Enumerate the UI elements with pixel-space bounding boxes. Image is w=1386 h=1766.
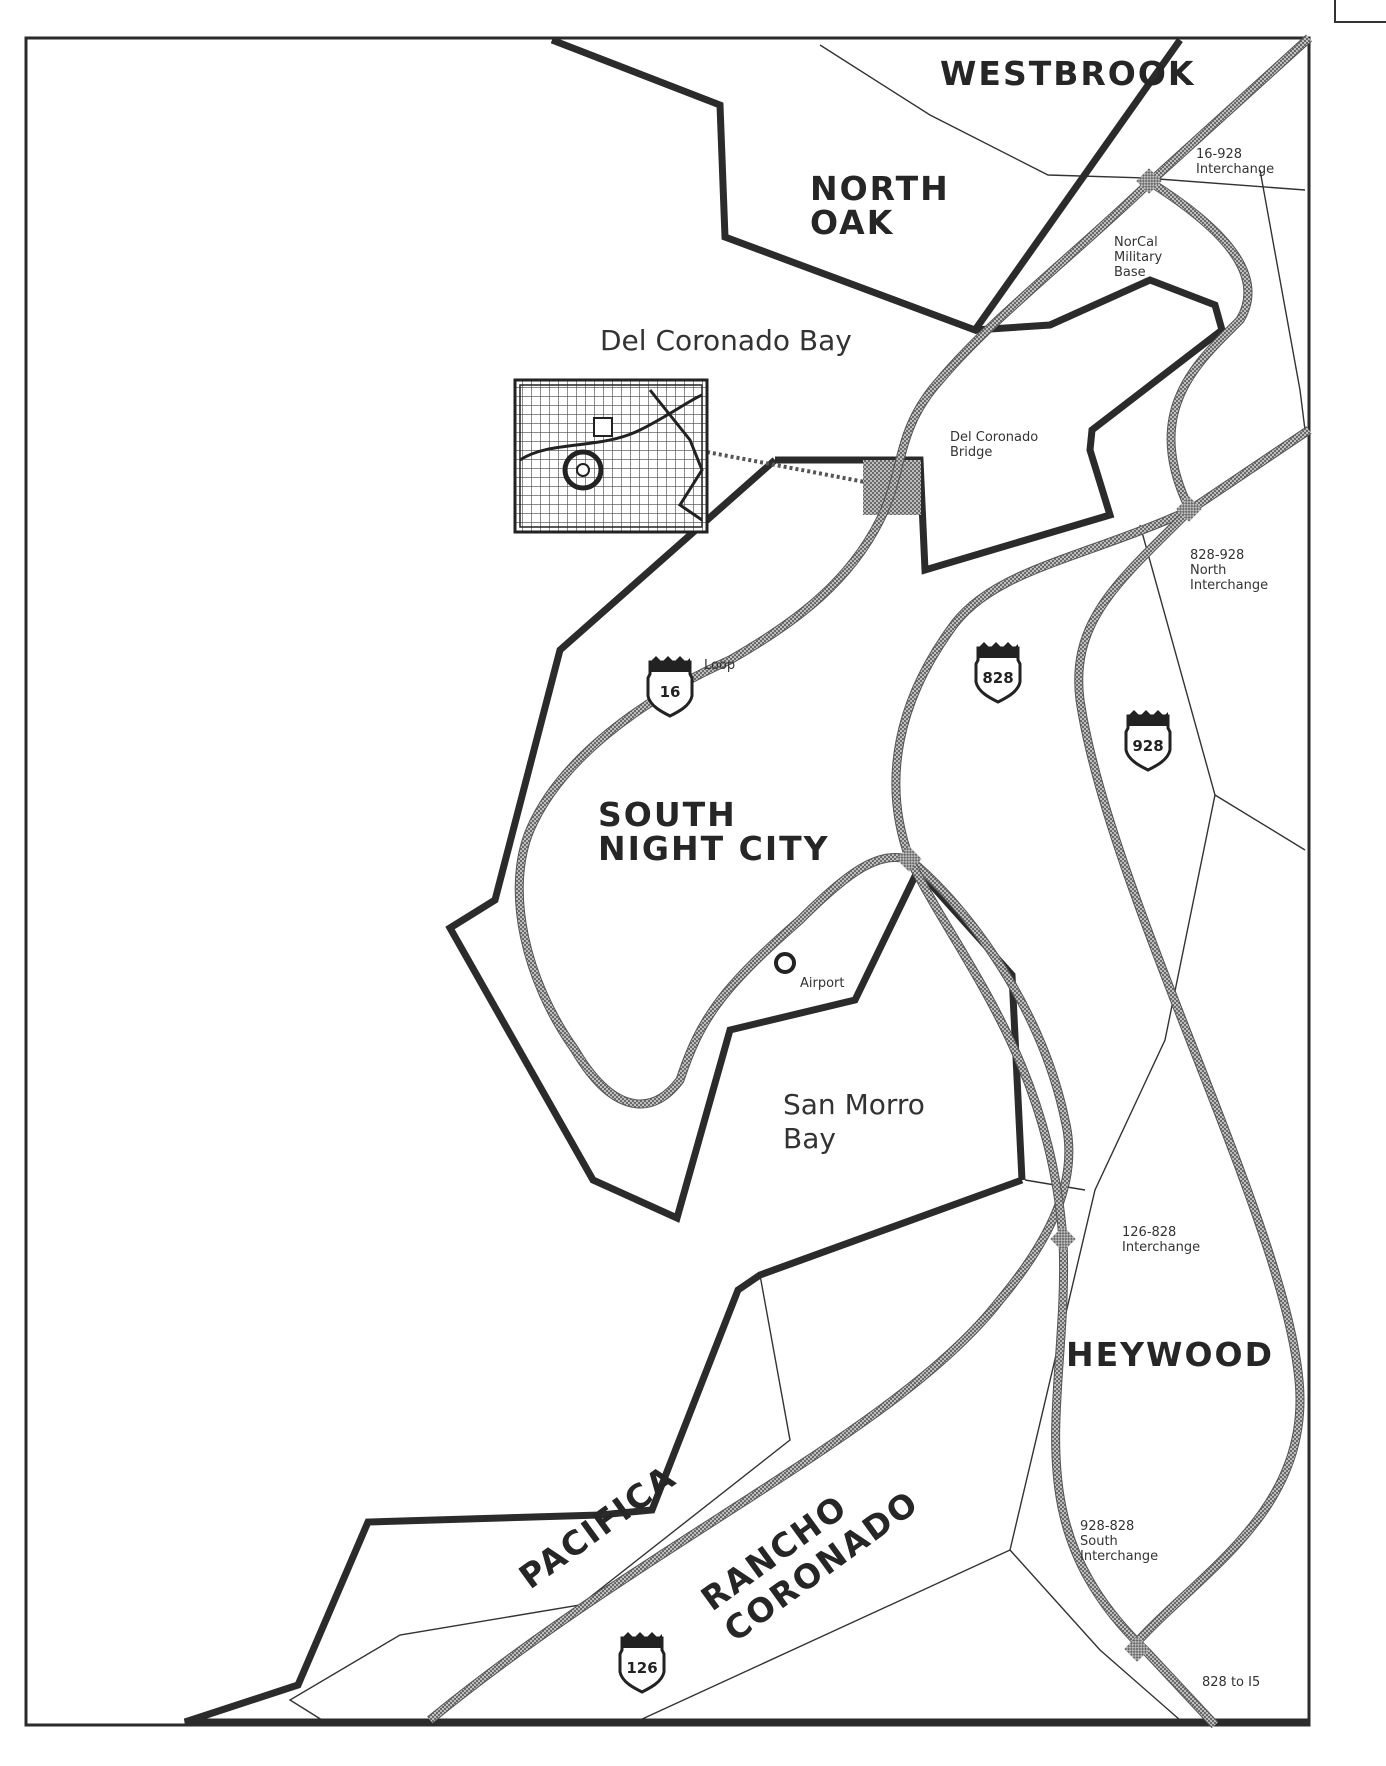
norcal-label-1: NorCal <box>1114 235 1158 250</box>
district-boundaries <box>288 44 1306 1726</box>
highway-828-shield: 828 <box>974 640 1022 704</box>
highways <box>427 34 1313 1729</box>
district-north-oak-line2: OAK <box>810 203 894 242</box>
airport-label: Airport <box>800 976 845 991</box>
interchange-928-828-south-label-1: 928-828 <box>1080 1519 1134 1534</box>
district-westbrook: WESTBROOK <box>940 54 1195 93</box>
svg-text:828: 828 <box>982 669 1013 687</box>
page-corner-mark <box>1334 0 1386 23</box>
san-morro-bay-label-line1: San Morro <box>783 1088 925 1121</box>
svg-text:928: 928 <box>1132 737 1163 755</box>
district-north-oak-line1: NORTH <box>810 169 950 208</box>
interchange-928-828-south-label-3: Interchange <box>1080 1549 1158 1564</box>
norcal-label-2: Military <box>1114 250 1162 265</box>
san-morro-bay-label-line2: Bay <box>783 1122 836 1155</box>
district-south-night-city-line1: SOUTH <box>598 795 737 834</box>
district-pacifica: PACIFICA <box>512 1457 684 1597</box>
district-south-night-city-line2: NIGHT CITY <box>598 829 830 868</box>
interchange-16-928-label-1: 16-928 <box>1196 147 1242 162</box>
airport-icon <box>774 952 796 974</box>
thick-borders <box>183 36 1309 1726</box>
exit-828-to-i5-label: 828 to I5 <box>1202 1675 1260 1690</box>
highway-16-shield: 16 <box>646 654 694 718</box>
norcal-label-3: Base <box>1114 265 1146 280</box>
svg-text:16: 16 <box>660 683 681 701</box>
interchange-928-828-south-label-2: South <box>1080 1534 1118 1549</box>
del-coronado-bay-label: Del Coronado Bay <box>600 324 852 357</box>
interchange-16-928-label-2: Interchange <box>1196 162 1274 177</box>
loop-label: Loop <box>704 658 735 673</box>
interchange-828-928-north-label-3: Interchange <box>1190 578 1268 593</box>
interchange-126-828-label-2: Interchange <box>1122 1240 1200 1255</box>
highway-126-shield: 126 <box>618 1630 666 1694</box>
interchange-126-828-label-1: 126-828 <box>1122 1225 1176 1240</box>
bridge-label-2: Bridge <box>950 445 992 460</box>
city-inset-map <box>513 378 921 534</box>
district-heywood: HEYWOOD <box>1066 1335 1274 1374</box>
bridge-label-1: Del Coronado <box>950 430 1038 445</box>
interchange-828-928-north-label-2: North <box>1190 563 1226 578</box>
svg-text:126: 126 <box>626 1659 657 1677</box>
highway-928-shield: 928 <box>1124 708 1172 772</box>
interchange-828-928-north-label-1: 828-928 <box>1190 548 1244 563</box>
